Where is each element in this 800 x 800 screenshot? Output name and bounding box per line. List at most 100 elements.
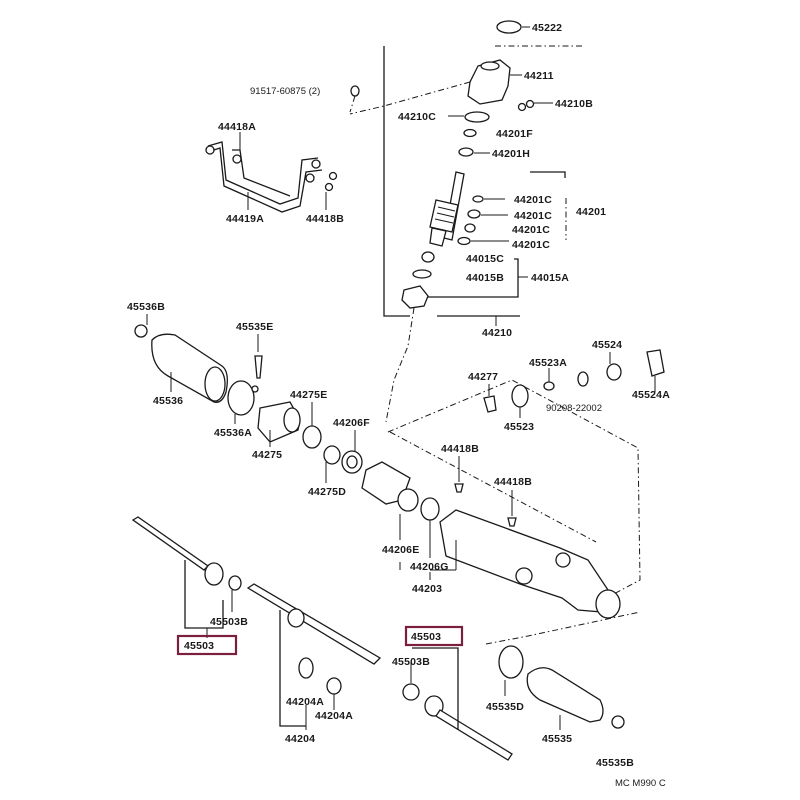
pipe-44419A[interactable] xyxy=(207,141,319,205)
valve-housing-44211[interactable] xyxy=(467,59,511,105)
pipe-44418A[interactable] xyxy=(232,149,291,197)
rack-housing-group xyxy=(387,379,641,619)
label-45523A[interactable]: 45523A xyxy=(529,357,567,369)
label-44275[interactable]: 44275 xyxy=(252,449,282,461)
union-44418B[interactable] xyxy=(328,171,338,181)
label-44277[interactable]: 44277 xyxy=(468,371,498,383)
clamp-45536B[interactable] xyxy=(134,324,148,338)
label-44015C[interactable]: 44015C xyxy=(466,253,504,265)
boot-45535[interactable] xyxy=(526,667,604,723)
seal-44015B[interactable] xyxy=(412,269,432,279)
label-45503B-left[interactable]: 45503B xyxy=(210,616,248,628)
nut-44206G[interactable] xyxy=(420,497,440,521)
highlight-45503-right[interactable] xyxy=(404,625,464,647)
label-44275D[interactable]: 44275D xyxy=(308,486,346,498)
label-44419A[interactable]: 44419A xyxy=(226,213,264,225)
bushing-44015C[interactable] xyxy=(421,251,435,263)
label-44201H[interactable]: 44201H xyxy=(492,148,530,160)
label-44204A-1[interactable]: 44204A xyxy=(286,696,324,708)
rack-group xyxy=(131,516,641,761)
label-45503-left[interactable]: 45503 xyxy=(184,640,214,652)
fitting-44418B-2[interactable] xyxy=(507,517,517,527)
label-45524[interactable]: 45524 xyxy=(592,339,622,351)
bushing-45524[interactable] xyxy=(606,363,622,381)
nut-44015A[interactable] xyxy=(401,285,429,309)
seal-44206E[interactable] xyxy=(397,488,419,512)
fitting xyxy=(205,145,215,155)
clamp-45536A[interactable] xyxy=(227,380,255,416)
label-45536B[interactable]: 45536B xyxy=(127,301,165,313)
label-45535B[interactable]: 45535B xyxy=(596,757,634,769)
screw-45535E[interactable] xyxy=(254,355,263,379)
label-45222[interactable]: 45222 xyxy=(532,22,562,34)
seal-44201F[interactable] xyxy=(463,128,477,138)
label-44275E[interactable]: 44275E xyxy=(290,389,327,401)
label-45524A[interactable]: 45524A xyxy=(632,389,670,401)
oring-44210C[interactable] xyxy=(464,111,490,123)
washer-45503B-right[interactable] xyxy=(402,683,420,701)
label-44211[interactable]: 44211 xyxy=(524,70,554,82)
label-44201C-4[interactable]: 44201C xyxy=(512,239,550,251)
washer-45503B-left[interactable] xyxy=(228,575,242,591)
bushing-44277[interactable] xyxy=(483,395,497,413)
pinion-assembly xyxy=(349,20,585,423)
label-44204A-2[interactable]: 44204A xyxy=(315,710,353,722)
label-44210B[interactable]: 44210B xyxy=(555,98,593,110)
bushing-44275D[interactable] xyxy=(323,445,341,465)
fitting-44418B-1[interactable] xyxy=(454,483,464,493)
bolt-45523A[interactable] xyxy=(543,381,555,391)
tie-rod-45503-left[interactable] xyxy=(131,516,210,571)
label-44418B-top[interactable]: 44418B xyxy=(306,213,344,225)
label-44206G[interactable]: 44206G xyxy=(410,561,449,573)
label-44210[interactable]: 44210 xyxy=(482,327,512,339)
tie-rod-45503-right[interactable] xyxy=(424,695,444,717)
clamp-45535B[interactable] xyxy=(611,715,625,729)
nut-90208-22002[interactable] xyxy=(577,371,589,387)
label-44201[interactable]: 44201 xyxy=(576,206,606,218)
label-45503-right[interactable]: 45503 xyxy=(411,631,441,643)
oring-44275E[interactable] xyxy=(302,425,322,449)
label-44201C-3[interactable]: 44201C xyxy=(512,224,550,236)
cap-45222[interactable] xyxy=(496,20,522,34)
label-44418A[interactable]: 44418A xyxy=(218,121,256,133)
bolt-91517[interactable] xyxy=(350,85,360,97)
seal-44201H[interactable] xyxy=(458,147,474,157)
highlight-45503-left[interactable] xyxy=(176,634,238,656)
plug-44210B[interactable] xyxy=(525,99,535,109)
label-45503B-right[interactable]: 45503B xyxy=(392,656,430,668)
ring-44201C-2[interactable] xyxy=(467,209,481,219)
label-44418B-right[interactable]: 44418B xyxy=(494,476,532,488)
label-44206E[interactable]: 44206E xyxy=(382,544,419,556)
label-44201C-1[interactable]: 44201C xyxy=(514,194,552,206)
label-44418B-mid[interactable]: 44418B xyxy=(441,443,479,455)
label-44201C-2[interactable]: 44201C xyxy=(514,210,552,222)
pinion-shaft[interactable] xyxy=(429,171,465,247)
ring-44204A-1[interactable] xyxy=(298,657,314,679)
ring-44201C-1[interactable] xyxy=(472,195,484,203)
rack-bar-44204[interactable] xyxy=(246,583,382,665)
label-45523[interactable]: 45523 xyxy=(504,421,534,433)
rack-housing-44203[interactable] xyxy=(439,509,609,613)
label-90208-22002[interactable]: 90208-22002 xyxy=(546,403,602,414)
label-44210C[interactable]: 44210C xyxy=(398,111,436,123)
label-45536[interactable]: 45536 xyxy=(153,395,183,407)
label-45535D[interactable]: 45535D xyxy=(486,701,524,713)
label-44203[interactable]: 44203 xyxy=(412,583,442,595)
label-44204[interactable]: 44204 xyxy=(285,733,315,745)
label-45535E[interactable]: 45535E xyxy=(236,321,273,333)
bracket-45524A[interactable] xyxy=(646,349,665,377)
ring-44201C-4[interactable] xyxy=(457,236,471,246)
clamp-45535D[interactable] xyxy=(498,645,524,679)
ring-44201C-3[interactable] xyxy=(464,223,476,233)
label-44015A[interactable]: 44015A xyxy=(531,272,569,284)
label-44201F[interactable]: 44201F xyxy=(496,128,533,140)
ring-44204A-2[interactable] xyxy=(326,677,342,695)
label-44206F[interactable]: 44206F xyxy=(333,417,370,429)
mount-45523[interactable] xyxy=(511,384,529,408)
label-44015B[interactable]: 44015B xyxy=(466,272,504,284)
label-91517-60875[interactable]: 91517-60875 (2) xyxy=(250,86,320,97)
pipe-assembly xyxy=(205,132,338,213)
label-45535-boot[interactable]: 45535 xyxy=(542,733,572,745)
label-45536A[interactable]: 45536A xyxy=(214,427,252,439)
